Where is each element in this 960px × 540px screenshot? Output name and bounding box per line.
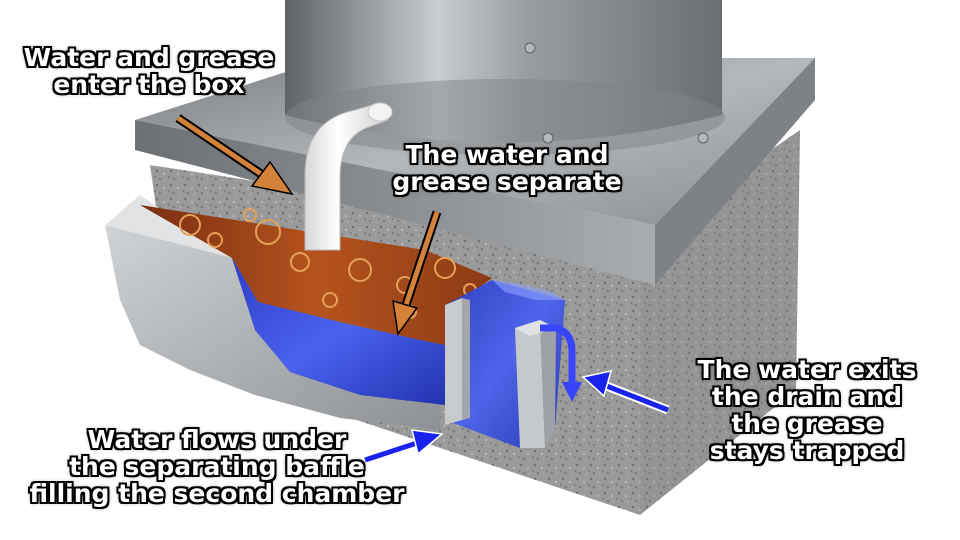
label-water-grease-enter: Water and grease enter the box bbox=[14, 44, 284, 98]
label-line: The water and bbox=[405, 140, 609, 169]
label-water-exits-drain: The water exits the drain and the grease… bbox=[672, 356, 942, 464]
label-water-grease-separate: The water and grease separate bbox=[372, 141, 642, 195]
callout-arrow-exits bbox=[581, 370, 670, 415]
separating-baffle bbox=[445, 298, 470, 425]
label-line: the drain and bbox=[711, 382, 903, 411]
inlet-pipe bbox=[304, 102, 393, 251]
label-line: The water exits bbox=[697, 355, 917, 384]
outlet-box bbox=[515, 320, 556, 448]
callout-arrow-flows bbox=[363, 429, 444, 465]
label-water-flows-under-baffle: Water flows under the separating baffle … bbox=[12, 426, 422, 507]
drain-flow-arrow bbox=[540, 324, 582, 402]
label-line: filling the second chamber bbox=[29, 479, 405, 508]
label-line: Water and grease bbox=[23, 43, 275, 72]
label-line: the separating baffle bbox=[69, 452, 365, 481]
label-line: Water flows under bbox=[87, 425, 347, 454]
label-line: stays trapped bbox=[709, 436, 905, 465]
callout-arrow-enter bbox=[175, 114, 294, 196]
label-line: the grease bbox=[731, 409, 883, 438]
riser-cylinder bbox=[285, 0, 725, 155]
label-line: grease separate bbox=[392, 167, 622, 196]
water-layer bbox=[232, 258, 445, 405]
steel-cutaway-wall bbox=[105, 195, 440, 430]
callout-arrow-separate bbox=[392, 210, 442, 336]
label-line: enter the box bbox=[53, 70, 245, 99]
